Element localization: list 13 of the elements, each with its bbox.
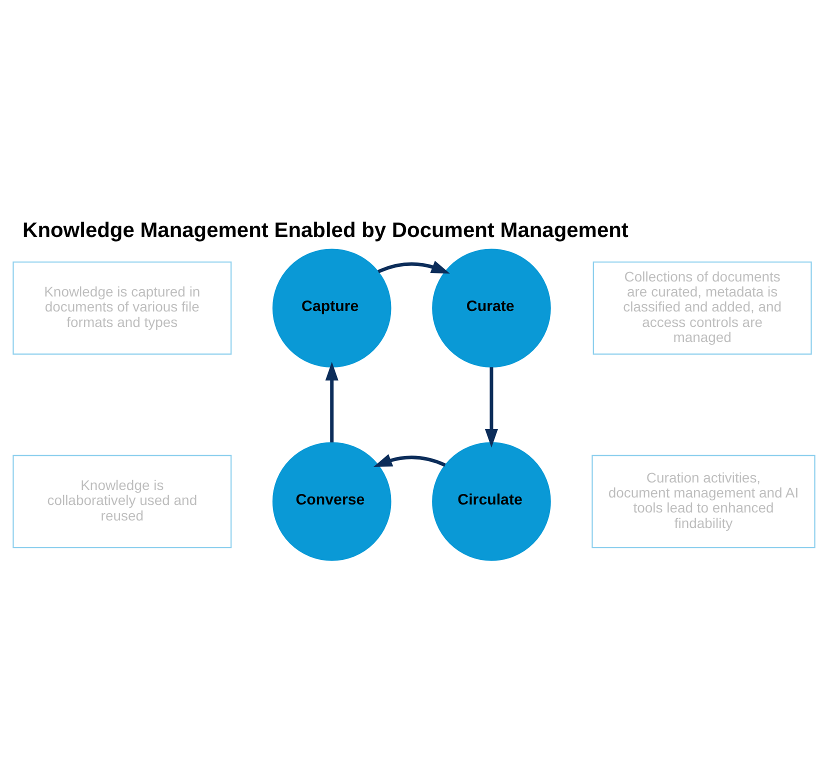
node-circle: Converse	[272, 442, 392, 560]
node-box: Curation activities, document management and AI tools lead to enhanced findability	[592, 454, 816, 548]
arrow	[378, 260, 450, 274]
node-circle: Curate	[432, 248, 551, 368]
arrow	[484, 366, 498, 448]
node-box: Collections of documents are curated, metadata is classified and added, and access controls are managed	[592, 261, 812, 354]
arrow	[325, 361, 338, 442]
node-box: Knowledge is captured in documents of various file formats and types	[12, 261, 232, 354]
node-box: Knowledge is collaboratively used and reused	[12, 454, 232, 548]
arrow	[373, 454, 446, 466]
node-circle: Circulate	[432, 442, 551, 560]
diagram-title: Knowledge Management Enabled by Document Management	[22, 218, 628, 242]
node-circle: Capture	[272, 248, 392, 368]
